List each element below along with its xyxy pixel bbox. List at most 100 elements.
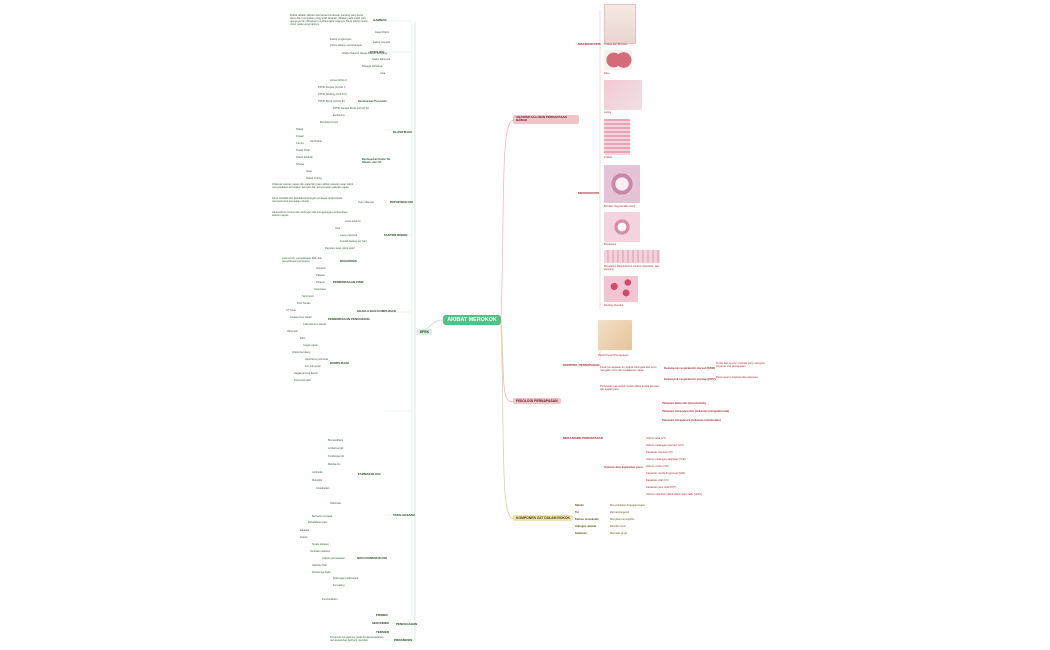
mek-text: Pertukaran gas terjadi melalui difusi an…: [600, 385, 660, 391]
farm-item: Antioksidan: [316, 487, 330, 490]
pem-item: Perkusi: [316, 281, 325, 284]
node-prognosis[interactable]: PROGNOSIS: [394, 638, 413, 642]
kl-kadar-item: Rokok: [296, 128, 304, 131]
node-volume[interactable]: Volume dan kapasitas paru: [604, 465, 643, 469]
node-mekanisme[interactable]: MEKANISME PERNAPASAN: [563, 436, 603, 440]
pen-item: Analisa Gas Darah: [290, 316, 312, 319]
node-kontrol[interactable]: KONTROL PERNAPASAN: [563, 363, 600, 367]
node-makroskopis[interactable]: MAKROSKOPIS: [578, 42, 601, 46]
node-komplikasi[interactable]: KOMPLIKASI: [330, 361, 349, 365]
komp-desc: Menyebabkan ketergantungan: [610, 504, 646, 507]
node-tatalaksana[interactable]: TATALAKSANA: [393, 513, 415, 517]
komp-item: Hidrogen sianida: [575, 525, 597, 528]
etiologi-item: Status Ekonomi: [372, 58, 391, 61]
node-tekanan-atmosfer[interactable]: Tekanan atmosfer (barometrik): [662, 401, 706, 405]
image-label: Dinding Alveolus: [604, 304, 624, 307]
image-dinding-alveolus: [604, 276, 638, 302]
kl-item: PPOK Sangat Berat (GOLD IV): [333, 107, 370, 110]
nonfarm-item: Terapi oksigen: [312, 543, 329, 546]
node-kl-penyebab[interactable]: Berdasarkan Penyebab: [358, 100, 387, 103]
kl-item: Emfisema: [333, 114, 345, 117]
branch-anatomi[interactable]: ANATOMI SALURAN PERNAPASAN BAWAH: [513, 115, 579, 124]
komp-item: Nikotin: [575, 504, 584, 507]
kl-kadar-item: Shisha: [296, 163, 304, 166]
pen-item: EKG: [300, 337, 306, 340]
node-diagnosis[interactable]: DIAGNOSIS: [340, 259, 357, 263]
image-label: Bronkiolus Respiratorius, Duktus Alveola…: [604, 265, 660, 271]
patof-text: Hipersekresi mukus dan disfungsi silia m…: [272, 211, 348, 217]
komp-desc: Merusak ginjal: [610, 532, 627, 535]
etiologi-item: Polusi Udara Luar Ruangan: [330, 44, 363, 47]
nonfarm-item: Edukasi: [300, 529, 310, 532]
nonfarm-item: Aktivitas fisik: [312, 564, 327, 567]
vrg-text: Berisi neuron inspirasi dan ekspirasi.: [716, 376, 759, 379]
node-pencegahan[interactable]: PENCEGAHAN: [396, 622, 418, 626]
kl-kadar-item: Vape: [306, 170, 312, 173]
node-nonfarmakologi[interactable]: NON FARMAKOLOGI: [357, 556, 387, 560]
image-label: Laring: [604, 111, 612, 114]
node-gambar[interactable]: GAMBAR: [373, 18, 387, 22]
etiologi-item: Faktor Lingkungan: [330, 38, 352, 41]
prog-text: Prognosis bergantung pada derajat kepara…: [330, 636, 384, 642]
kl-kadar-item: Rokok Linting: [306, 177, 322, 180]
node-tekanan-intra[interactable]: Tekanan intra-alveolus (tekanan intrapul…: [662, 409, 730, 413]
volume-item: Kapasitas residu fungsional (KRF): [646, 472, 686, 475]
node-vrg[interactable]: Kelompok respiratorik ventral (KRV): [664, 377, 716, 381]
node-drg[interactable]: Kelompok respiratorik dorsal (KRD): [664, 366, 716, 370]
komp-desc: Mengikat hemoglobin: [610, 518, 635, 521]
komp-item: Tar: [575, 511, 579, 514]
node-primer[interactable]: PRIMER: [376, 613, 388, 617]
image-label: Bronkus Segmentalis Kecil: [604, 205, 635, 208]
farm-item: Metilxantin: [328, 463, 341, 466]
node-mikroskopis[interactable]: MIKROSKOPIS: [578, 191, 600, 195]
kl-kadar-item: Cerutu: [296, 142, 304, 145]
kom-item: Gagal napas: [303, 344, 318, 347]
pen-item: Spirometri: [302, 295, 314, 298]
komp-item: Kadmium: [575, 532, 587, 535]
etiologi-item: Asap Rokok: [375, 31, 389, 34]
node-gejala[interactable]: GEJALA DAN KOMPLIKASI: [357, 309, 397, 313]
farm-item: Bronkodilator: [328, 439, 344, 442]
volume-item: Kapasitas paru total (KPT): [646, 486, 677, 489]
volume-item: Volume residu (VR): [646, 465, 669, 468]
patof-text: Stres oksidatif dan ketidakseimbangan pr…: [272, 197, 343, 203]
fr-item: Jumlah batang per hari: [340, 240, 367, 243]
node-tersier[interactable]: TERSIER: [376, 630, 390, 634]
node-sekunder[interactable]: SEKUNDER: [372, 621, 389, 625]
node-patofisiologi[interactable]: PATOFISIOLOGI: [390, 200, 414, 204]
pem-item: Auskultasi: [314, 288, 326, 291]
komp-desc: Bersifat racun: [610, 525, 627, 528]
volume-item: Volume tidal (VT): [646, 437, 666, 440]
node-faktor-risiko[interactable]: FAKTOR RISIKO: [384, 233, 408, 237]
farm-item: Vaksinasi: [330, 502, 341, 505]
fr-item: Usia: [335, 227, 341, 230]
image-trakea: [604, 119, 630, 155]
central-topic[interactable]: AKIBAT MEROKOK: [443, 315, 501, 325]
node-klasifikasi[interactable]: KLASIFIKASI: [393, 130, 412, 134]
volume-item: Kapasitas inspirasi (KI): [646, 451, 673, 454]
farm-item: Kortikosteroid: [328, 455, 344, 458]
image-bronkus: [604, 165, 640, 203]
node-etiologi[interactable]: ETIOLOGI: [370, 50, 385, 54]
kontrol-text: Pusat pernapasan di medula oblongata dan…: [600, 366, 657, 372]
branch-fisiologi[interactable]: FISIOLOGI PERNAPASAN: [513, 398, 561, 404]
nonfarm-item: Ventilasi mekanis: [310, 550, 331, 553]
image-alveolus: [604, 250, 660, 263]
image-label: Bronkiolus: [604, 243, 617, 246]
image-label: Pusat Kontrol Pernapasan: [598, 354, 629, 357]
nonfarm-item: Dukungan psikososial: [333, 577, 359, 580]
node-kl-kadar[interactable]: Berdasarkan Kadar Tar, Nikotin, dan CO: [362, 158, 391, 164]
node-farmakologi[interactable]: FARMAKOLOGI: [358, 472, 381, 476]
farm-item: Mukolitik: [312, 479, 323, 482]
kl-kadar-item: Kretek: [296, 135, 304, 138]
node-penunjang[interactable]: PEMERIKSAAN PENUNJANG: [328, 317, 370, 321]
branch-efek[interactable]: EFEK: [417, 329, 433, 335]
branch-komponen[interactable]: KOMPONEN ZAT DALAM ROKOK: [513, 515, 573, 521]
kl-zat: Zat Rokok: [310, 140, 322, 143]
kl-item: Bronkitis Kronis: [320, 121, 339, 124]
node-pemeriksaan-fisik[interactable]: PEMERIKSAAN FISIK: [333, 280, 364, 284]
kom-item: Gagal jantung kanan: [294, 372, 318, 375]
node-tekanan-pleura[interactable]: Tekanan intrapleura (tekanan intratoraks…: [662, 418, 721, 422]
